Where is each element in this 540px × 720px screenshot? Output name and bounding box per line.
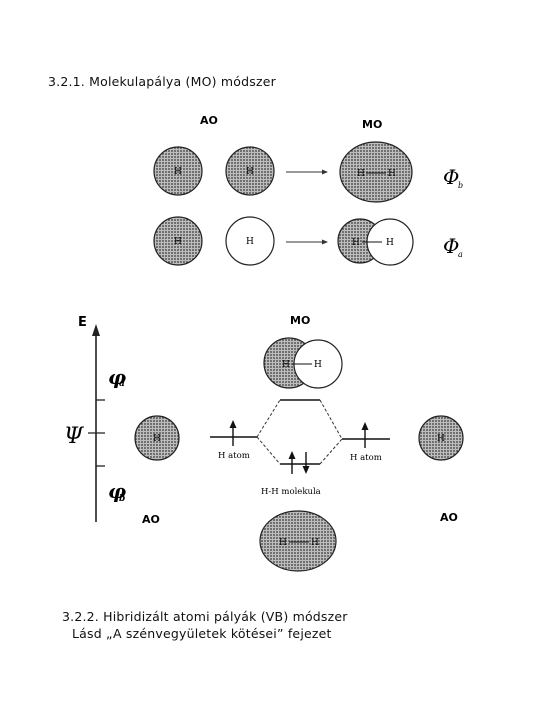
h-symbol: H [174,167,182,177]
h-symbol: H [352,238,360,248]
reference-text: Lásd „A szénvegyületek kötései” fejezet [72,626,332,641]
h-atom-orbital [225,146,275,196]
bonding-row: H H H H Φ b [153,141,463,203]
h-symbol: H [386,238,394,248]
h-symbol: H [388,169,396,179]
phi-antibonding-label: Φ [443,234,459,258]
h-symbol: H [282,360,290,370]
correlation-lines [256,399,343,465]
antibonding-row: H H H H Φ a [153,216,463,266]
h-symbol: H [246,237,254,247]
energy-axis-arrow [92,324,100,336]
h-atom-right-label: H atom [350,453,382,463]
h-symbol: H [314,360,322,370]
electron-up-arrow-head [361,422,369,430]
ao-right-label: AO [440,511,458,524]
bonding-mo-orbital [259,510,337,572]
h-atom-orbital [153,146,203,196]
mo-label: MO [290,314,310,327]
phi-a-subscript: a [119,379,125,389]
top-mo-label: MO [362,118,382,131]
h-symbol: H [246,167,254,177]
h-symbol: H [174,237,182,247]
phi-bonding-subscript: b [458,181,463,190]
right-h-atom [418,415,464,461]
electron-up-arrow-head [229,420,237,428]
h-atom-left-label: H atom [218,451,250,461]
phi-a-label: φ [108,365,126,389]
energy-axis-label: E [78,315,87,330]
bonding-mo-orbital [339,141,413,203]
h-symbol: H [357,169,365,179]
h-symbol: H [279,538,287,548]
arrow-head [322,169,328,175]
left-h-atom [134,415,180,461]
section-heading-mo: 3.2.1. Molekulapálya (MO) módszer [48,74,276,89]
h-h-molecule-label: H-H molekula [261,487,321,497]
phi-bonding-label: Φ [443,165,459,189]
electron-down-arrow-head [302,466,310,474]
phi-b-label: φ [108,479,126,503]
h-atom-orbital-empty [225,216,275,266]
energy-level-diagram: E φ a Ψ φ b MO H H H AO H AO H atom H at… [64,314,464,572]
top-orbital-diagram: AO MO H H H H Φ b H H H [153,114,463,266]
electron-up-arrow-head [288,451,296,459]
h-symbol: H [437,434,445,444]
ao-left-label: AO [142,513,160,526]
arrow-head [322,239,328,245]
h-atom-orbital [153,216,203,266]
top-ao-label: AO [200,114,218,127]
phi-b-subscript: b [119,494,125,504]
h-symbol: H [153,434,161,444]
psi-label: Ψ [64,424,84,449]
h-symbol: H [311,538,319,548]
section-heading-vb: 3.2.2. Hibridizált atomi pályák (VB) mód… [62,609,348,624]
phi-antibonding-subscript: a [458,250,463,259]
